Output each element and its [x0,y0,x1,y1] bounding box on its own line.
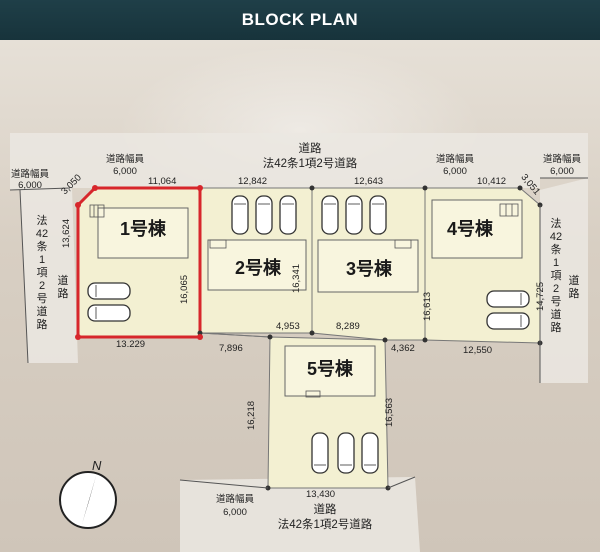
width-top-right1-value: 6,000 [443,166,467,177]
compass-needle [82,476,96,524]
road-bottom-name: 道路 [313,504,337,516]
dim-16065: 16,065 [179,274,191,305]
compass-ring [59,471,117,529]
dim-13229: 13.229 [116,339,146,350]
dim-16613: 16,613 [422,291,434,322]
road-right-vertical-side: 道 路 [568,275,580,300]
road-edges [9,177,588,489]
dim-14725: 14,725 [535,281,547,312]
dim-7896: 7,896 [219,343,243,354]
dim-11064: 11,064 [148,176,177,187]
building-3-name: 3号棟 [345,259,392,279]
building-5-name: 5号棟 [306,359,353,379]
building-1 [97,207,189,259]
road-top-sub: 法42条1項2号道路 [262,158,358,170]
dim-16341: 16,341 [291,263,303,294]
road-top-name: 道路 [298,143,322,155]
building-2-name: 2号棟 [234,258,281,278]
width-bottom-label: 道路幅員 [215,494,254,505]
road-left [20,188,78,363]
dim-12842: 12,842 [238,176,268,187]
road-left-vertical: 法 42 条 1 項 2 号 道 路 [35,215,49,331]
dim-8289: 8,289 [336,321,360,332]
road-bottom-sub: 法42条1項2号道路 [277,519,373,531]
dim-13624: 13,624 [61,218,73,249]
road-top [10,133,588,190]
building-5 [284,345,376,397]
dim-13430: 13,430 [306,489,336,500]
building-4-name: 4号棟 [446,219,493,239]
parking-cars [87,195,530,474]
road-bottom [180,477,420,552]
width-top-center-value: 6,000 [113,166,137,177]
dim-12550: 12,550 [463,345,493,356]
road-left-vertical-side: 道 路 [57,275,69,300]
road-right-vertical: 法 42 条 1 項 2 号 道 路 [549,218,563,334]
width-top-right2-label: 道路幅員 [542,154,581,165]
width-top-left-label: 道路幅員 [10,169,49,180]
building-3 [317,239,419,293]
entrance-marks [89,203,519,398]
dim-10412: 10,412 [477,176,507,187]
dim-16563: 16,563 [384,397,396,428]
building-1-name: 1号棟 [119,219,166,239]
lot-1-corner-points [75,185,203,340]
page-title: BLOCK PLAN [241,10,359,29]
compass-north-label: N [92,458,102,473]
width-top-center-label: 道路幅員 [105,154,144,165]
width-top-left-value: 6,000 [18,180,42,191]
header-bar: BLOCK PLAN [0,0,600,40]
road-right [540,178,588,383]
dim-4362: 4,362 [391,343,415,354]
dim-4953: 4,953 [276,321,300,332]
dim-12643: 12,643 [354,176,384,187]
width-top-right1-label: 道路幅員 [435,154,474,165]
width-top-right2-value: 6,000 [550,166,574,177]
lot-edge-5-left [199,332,271,338]
width-bottom-value: 6,000 [223,507,247,518]
building-4 [431,199,523,259]
dim-16218: 16,218 [246,400,258,431]
car-windows [95,203,522,466]
